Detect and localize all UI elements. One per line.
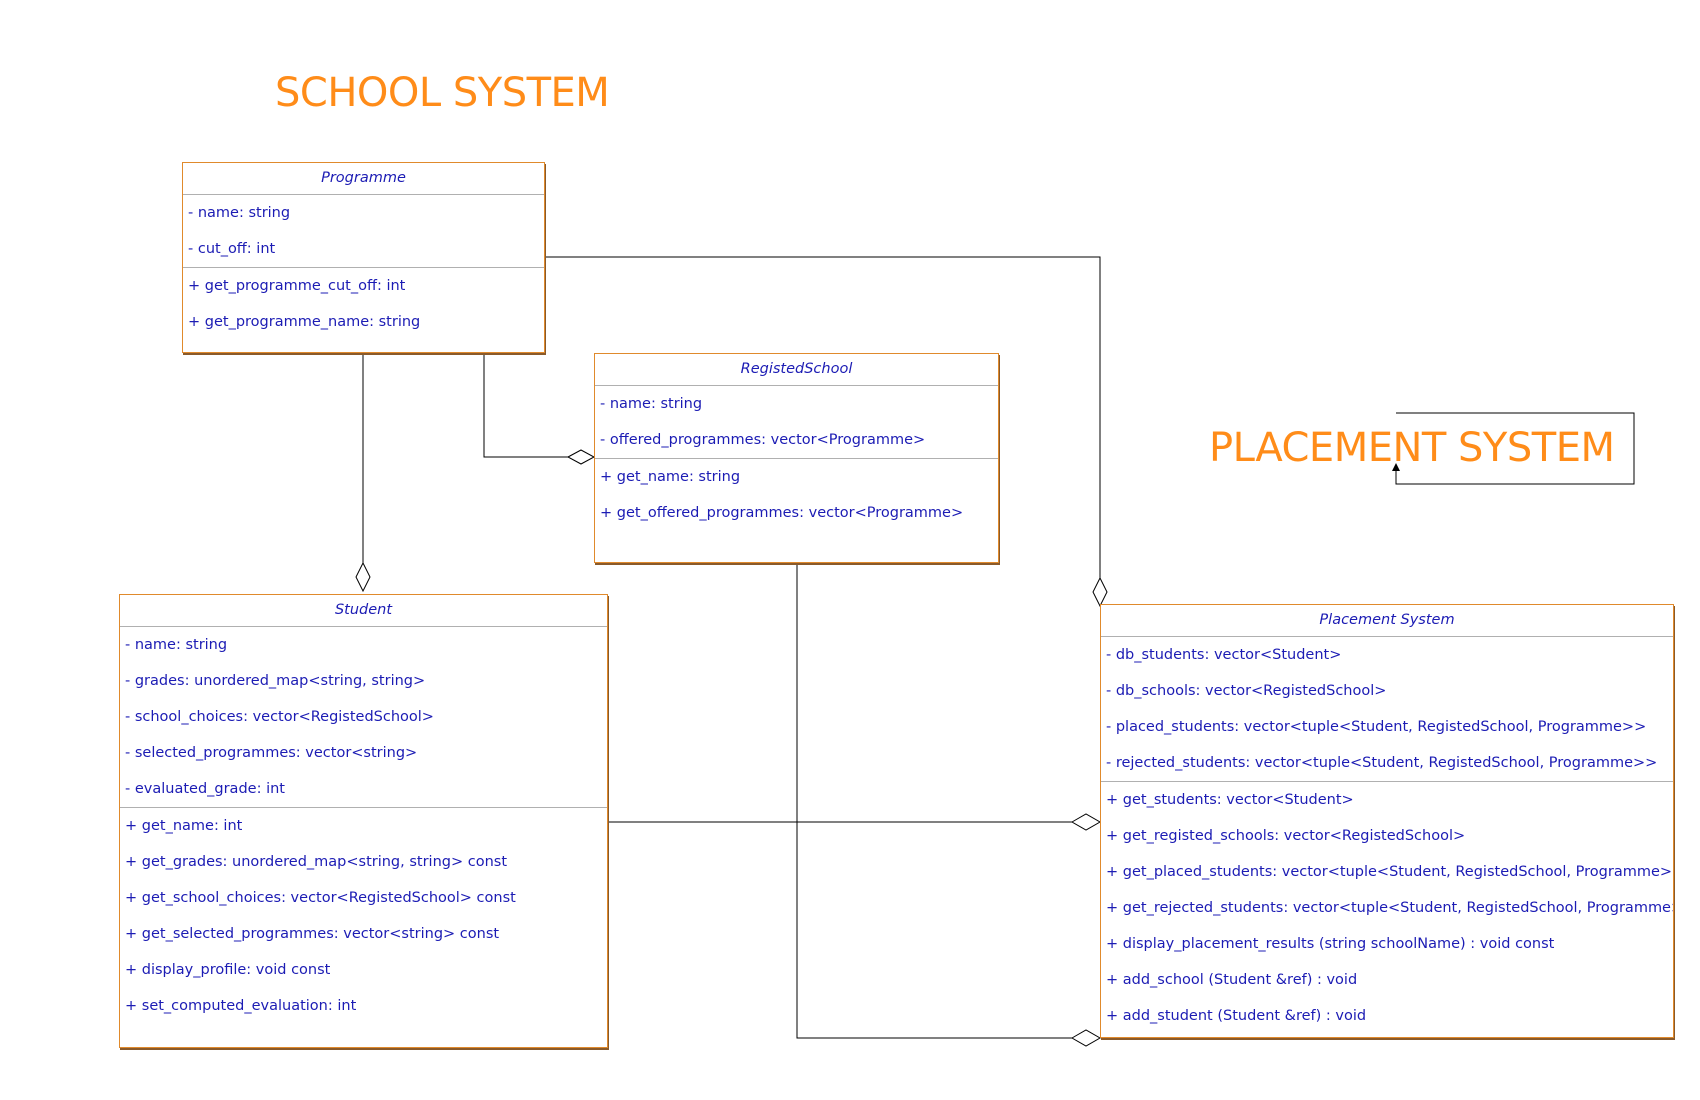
operation-row: + add_school (Student &ref) : void [1106,972,1358,988]
class-registedschool[interactable]: RegistedSchool - name: string - offered_… [594,353,999,563]
class-name: Student [120,595,607,627]
attribute-row: - offered_programmes: vector<Programme> [600,432,926,448]
self-loop-arrow [1392,412,1635,485]
aggregation-diamond-placement-mid [1070,813,1102,831]
operation-row: + display_profile: void const [125,962,331,978]
attributes-section: - name: string - grades: unordered_map<s… [120,627,607,808]
attribute-row: - cut_off: int [188,241,276,257]
class-placement-system[interactable]: Placement System - db_students: vector<S… [1100,604,1674,1038]
placement-system-title: PLACEMENT SYSTEM [1209,425,1615,471]
operation-row: + get_name: int [125,818,243,834]
attribute-row: - school_choices: vector<RegistedSchool> [125,709,434,725]
class-name: Placement System [1101,605,1673,637]
school-system-title: SCHOOL SYSTEM [275,70,610,116]
operations-section: + get_programme_cut_off: int + get_progr… [183,268,544,348]
operation-row: + get_programme_name: string [188,314,421,330]
operation-row: + get_school_choices: vector<RegistedSch… [125,890,516,906]
operation-row: + get_offered_programmes: vector<Program… [600,505,964,521]
operation-row: + get_registed_schools: vector<RegistedS… [1106,828,1466,844]
aggregation-diamond-registedschool [566,449,596,465]
class-name: RegistedSchool [595,354,998,386]
operation-row: + get_placed_students: vector<tuple<Stud… [1106,864,1673,880]
attributes-section: - db_students: vector<Student> - db_scho… [1101,637,1673,782]
class-student[interactable]: Student - name: string - grades: unorder… [119,594,608,1048]
operation-row: + get_grades: unordered_map<string, stri… [125,854,508,870]
operations-section: + get_name: string + get_offered_program… [595,459,998,539]
operation-row: + get_programme_cut_off: int [188,278,406,294]
edge-programme-placement [545,256,1101,578]
edge-registedschool-placement [796,563,1072,1039]
operation-row: + set_computed_evaluation: int [125,998,357,1014]
attribute-row: - grades: unordered_map<string, string> [125,673,426,689]
operation-row: + get_selected_programmes: vector<string… [125,926,500,942]
operations-section: + get_students: vector<Student> + get_re… [1101,782,1673,1042]
attribute-row: - name: string [188,205,291,221]
attribute-row: - name: string [125,637,228,653]
operation-row: + get_students: vector<Student> [1106,792,1354,808]
attribute-row: - db_schools: vector<RegistedSchool> [1106,683,1387,699]
aggregation-diamond-placement-bottom [1070,1029,1102,1047]
attributes-section: - name: string - cut_off: int [183,195,544,268]
edge-programme-registedschool [483,353,568,458]
attribute-row: - selected_programmes: vector<string> [125,745,418,761]
operations-section: + get_name: int + get_grades: unordered_… [120,808,607,1032]
operation-row: + get_name: string [600,469,741,485]
operation-row: + display_placement_results (string scho… [1106,936,1555,952]
attributes-section: - name: string - offered_programmes: vec… [595,386,998,459]
aggregation-diamond-student [355,561,371,593]
operation-row: + get_rejected_students: vector<tuple<St… [1106,900,1673,916]
attribute-row: - db_students: vector<Student> [1106,647,1342,663]
attribute-row: - name: string [600,396,703,412]
class-programme[interactable]: Programme - name: string - cut_off: int … [182,162,545,353]
attribute-row: - rejected_students: vector<tuple<Studen… [1106,755,1658,771]
operation-row: + add_student (Student &ref) : void [1106,1008,1367,1024]
aggregation-diamond-placement-top [1092,576,1108,608]
attribute-row: - placed_students: vector<tuple<Student,… [1106,719,1647,735]
attribute-row: - evaluated_grade: int [125,781,285,797]
class-name: Programme [183,163,544,195]
